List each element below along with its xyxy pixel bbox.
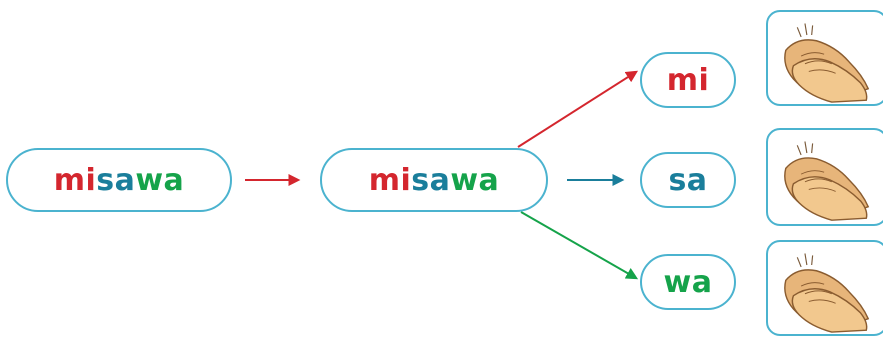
syllable-segment-wa: wa — [135, 162, 185, 198]
syllable-segment-mi: mi — [53, 162, 97, 198]
syllable-segment-sa: sa — [96, 162, 136, 198]
syllable-segment-wa: wa — [450, 162, 500, 198]
syllable-sa: sa — [640, 152, 736, 208]
syllable-segment-sa: sa — [411, 162, 451, 198]
syllable-wa: wa — [640, 254, 736, 310]
syllable-mi: mi — [640, 52, 736, 108]
clap-box-wa — [766, 240, 883, 336]
clapping-hands-icon — [784, 253, 870, 333]
syllable-segment-mi: mi — [368, 162, 412, 198]
clap-box-mi — [766, 10, 883, 106]
arrow-to-mi — [517, 70, 639, 148]
clap-box-sa — [766, 128, 883, 226]
clapping-hands-icon — [784, 141, 870, 221]
clapping-hands-icon — [784, 23, 870, 103]
arrow-to-wa — [520, 211, 639, 280]
